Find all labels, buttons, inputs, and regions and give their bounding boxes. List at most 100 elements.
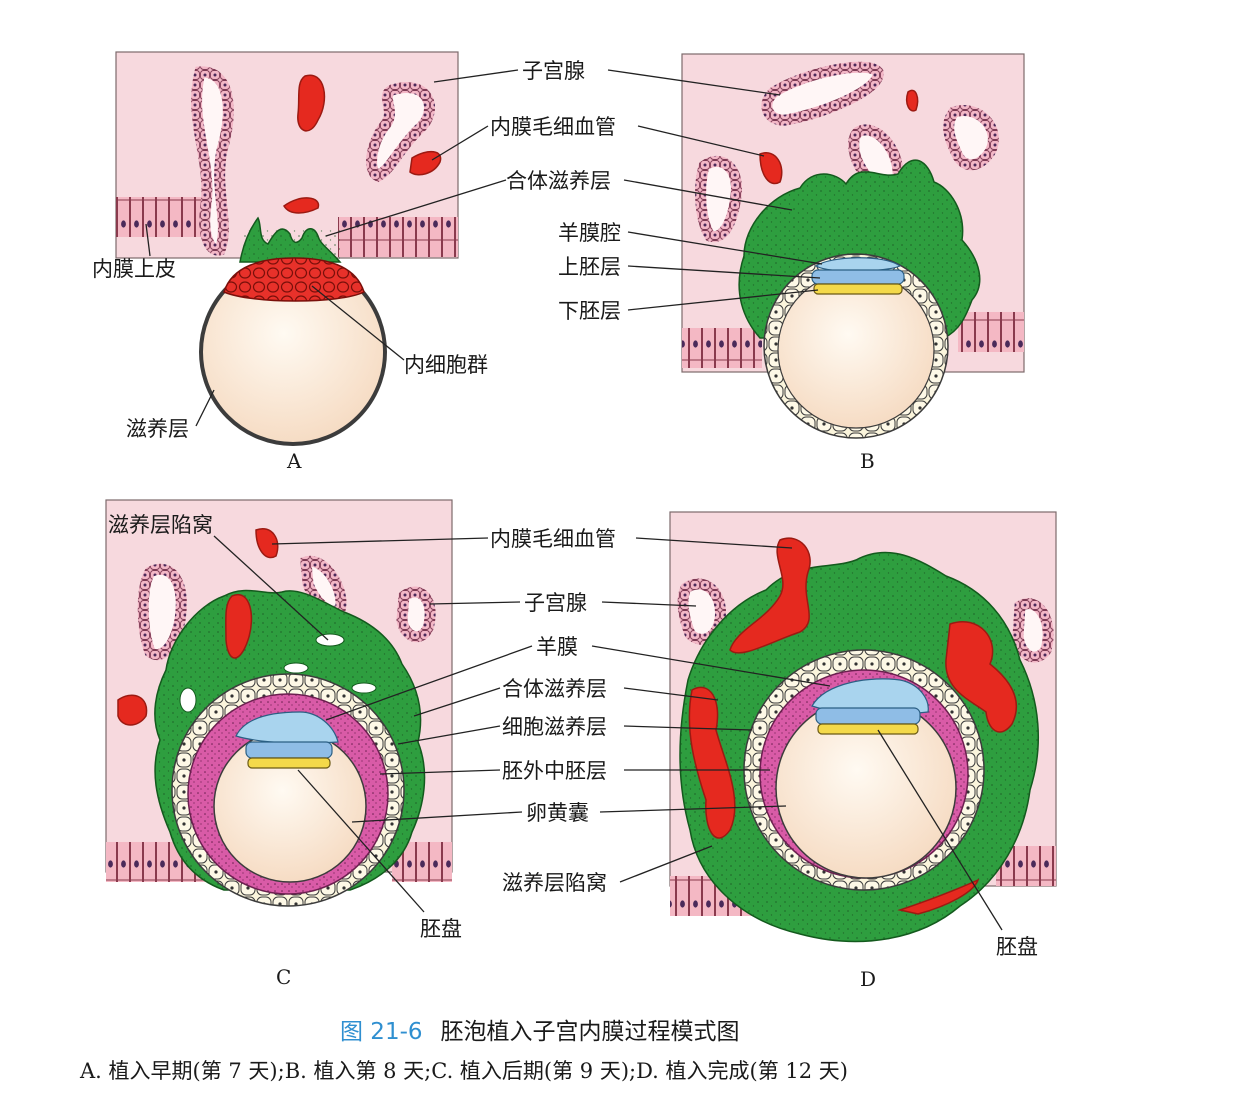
labels: 子宫腺 内膜毛细血管 合体滋养层 羊膜腔 上胚层 下胚层 内膜上皮 内细胞群 滋… xyxy=(92,59,1038,959)
label-hypoblast: 下胚层 xyxy=(558,299,621,323)
leader-cd-gland-c xyxy=(429,601,521,605)
panel-b-blastocoel xyxy=(777,271,935,429)
panel-d-capillary-1 xyxy=(729,537,811,654)
panel-d-lacuna-left xyxy=(688,686,736,839)
panel-d-letter: D xyxy=(860,967,876,991)
leader-cd-mesoderm-c xyxy=(379,769,501,775)
leader-c-disc xyxy=(297,769,425,913)
panel-d-lacuna-bottom xyxy=(897,878,980,915)
panel-d-epiblast xyxy=(815,707,921,725)
leader-cd-yolk-d xyxy=(599,805,787,813)
leader-cd-amnion-c xyxy=(325,645,533,721)
panel-c-capillary-3 xyxy=(225,593,253,659)
panel-c-lacuna-2 xyxy=(283,662,309,674)
panel-b-gland-1 xyxy=(761,61,884,126)
panel-d: D xyxy=(669,511,1057,991)
label-capillary-ab: 内膜毛细血管 xyxy=(490,115,616,139)
leader-cd-amnion-d xyxy=(591,645,831,687)
panel-b-epithelium-left xyxy=(682,328,762,368)
panel-c-hypoblast xyxy=(247,757,331,769)
panel-c-lacuna-1 xyxy=(315,633,345,647)
leader-b-amnion xyxy=(627,231,823,265)
leader-ab-syncytio-b xyxy=(623,179,793,211)
leader-a-trophoblast xyxy=(195,389,215,427)
label-endometrial-epithelium: 内膜上皮 xyxy=(92,257,176,281)
panel-d-hypoblast xyxy=(817,723,919,735)
panel-c-gland-3 xyxy=(396,586,436,643)
panel-b-gland-2 xyxy=(943,105,999,171)
panel-c-capillary-1 xyxy=(255,527,279,559)
label-capillary-cd: 内膜毛细血管 xyxy=(490,527,616,551)
panel-a-gland-2 xyxy=(366,82,435,183)
panel-d-lacuna-right xyxy=(945,621,1018,733)
panel-c-epiblast xyxy=(245,741,333,759)
leader-lines xyxy=(145,69,1003,931)
leader-ab-gland-a xyxy=(433,69,519,83)
label-lacunae-c: 滋养层陷窝 xyxy=(108,513,213,537)
label-cytotrophoblast: 细胞滋养层 xyxy=(502,715,607,739)
panel-c-letter: C xyxy=(276,965,291,989)
label-amnion: 羊膜 xyxy=(536,635,578,659)
panel-c-lacuna-4 xyxy=(351,682,377,694)
leader-ab-capillary-a xyxy=(431,125,489,161)
panel-b: B xyxy=(681,53,1025,473)
panel-c-capillary-2 xyxy=(117,694,148,726)
leader-cd-gland-d xyxy=(601,601,697,607)
leader-cd-syncytio-c xyxy=(413,687,501,717)
label-trophoblast: 滋养层 xyxy=(126,417,189,441)
leader-cd-yolk-c xyxy=(351,811,523,823)
leader-cd-cyto-c xyxy=(397,725,501,745)
panel-a-epithelium-right xyxy=(338,217,458,257)
leader-a-icm xyxy=(311,285,405,361)
label-syncytio-cd: 合体滋养层 xyxy=(502,677,607,701)
leader-b-hypoblast xyxy=(627,289,819,311)
panel-a-gland-1 xyxy=(191,66,234,256)
panel-b-capillary-2 xyxy=(905,89,919,112)
leader-ab-capillary-b xyxy=(637,125,765,157)
leader-c-lacunae xyxy=(213,535,329,641)
panel-a-capillary-2 xyxy=(409,150,442,176)
panel-a-capillary-1 xyxy=(297,74,326,132)
figure-caption-legend: A. 植入早期(第 7 天);B. 植入第 8 天;C. 植入后期(第 9 天)… xyxy=(80,1059,848,1083)
leader-ab-syncytio-a xyxy=(325,179,507,237)
panel-b-epithelium-right xyxy=(958,312,1024,352)
label-uterine-gland-ab: 子宫腺 xyxy=(522,59,585,83)
leader-cd-capillary-c xyxy=(271,537,489,545)
label-disc-c: 胚盘 xyxy=(420,917,462,941)
panel-c: C xyxy=(105,499,453,989)
leader-d-lacunae xyxy=(619,845,713,883)
label-lacunae-d: 滋养层陷窝 xyxy=(502,871,607,895)
panel-a-syncytio-dots xyxy=(242,230,340,262)
label-epiblast: 上胚层 xyxy=(558,255,621,279)
label-syncytio-ab: 合体滋养层 xyxy=(506,169,611,193)
figure-number: 图 21-6 xyxy=(340,1019,423,1045)
label-disc-d: 胚盘 xyxy=(996,935,1038,959)
leader-cd-capillary-d xyxy=(635,537,793,549)
panel-b-gland-3 xyxy=(695,155,742,243)
panel-a-epithelium-left xyxy=(116,197,212,237)
panel-d-gland-2 xyxy=(1012,598,1054,663)
figure-caption-title: 图 21-6 胚泡植入子宫内膜过程模式图 xyxy=(340,1012,740,1046)
leader-a-epithelium xyxy=(145,223,151,257)
panel-b-epiblast xyxy=(811,269,905,285)
figure-title: 胚泡植入子宫内膜过程模式图 xyxy=(440,1019,740,1045)
label-amniotic-cavity: 羊膜腔 xyxy=(558,221,621,245)
panel-c-lacuna-3 xyxy=(179,687,197,713)
leader-b-epiblast xyxy=(627,265,821,279)
panel-a: A xyxy=(115,51,459,473)
leader-cd-syncytio-d xyxy=(623,687,719,701)
label-inner-cell-mass: 内细胞群 xyxy=(404,353,488,377)
panel-b-capillary-1 xyxy=(759,152,783,185)
panel-a-inner-cell-mass xyxy=(223,257,365,302)
panel-b-hypoblast xyxy=(813,283,903,295)
leader-d-disc xyxy=(877,729,1003,931)
panel-c-gland-1 xyxy=(137,563,187,661)
label-yolk-sac: 卵黄囊 xyxy=(526,801,589,825)
panel-a-letter: A xyxy=(286,449,302,473)
label-extraembryonic-mesoderm: 胚外中胚层 xyxy=(502,759,607,783)
panel-b-letter: B xyxy=(860,449,875,473)
leader-ab-gland-b xyxy=(607,69,781,96)
panel-a-capillary-3 xyxy=(283,197,320,214)
leader-cd-cyto-d xyxy=(623,725,753,731)
